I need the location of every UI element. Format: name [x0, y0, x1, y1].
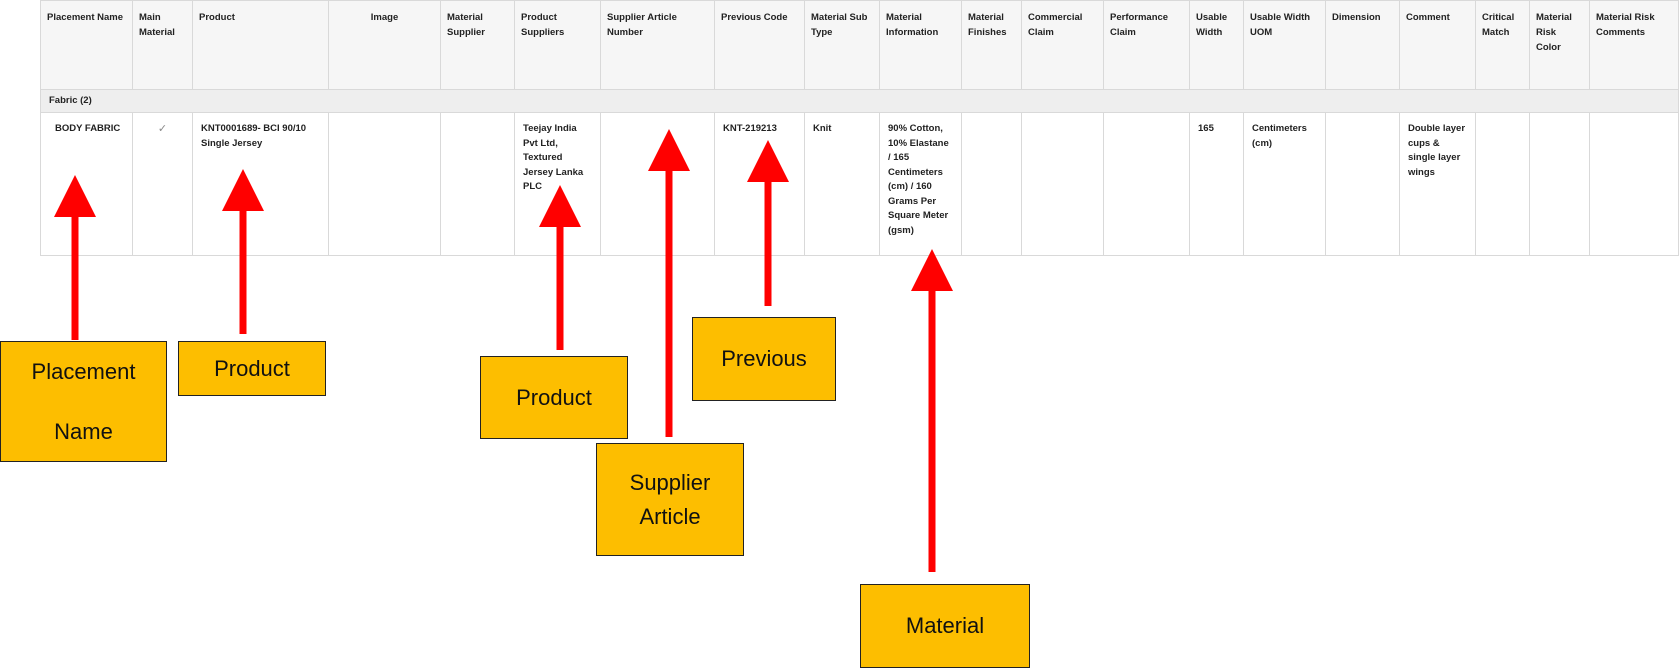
cell-placement-name[interactable]: BODY FABRIC [40, 112, 133, 256]
column-header-product[interactable]: Product [192, 0, 329, 90]
cell-product[interactable]: KNT0001689- BCI 90/10 Single Jersey [192, 112, 329, 256]
callout-product-label: Product [214, 355, 290, 381]
cell-usable-width-uom[interactable]: Centimeters (cm) [1243, 112, 1326, 256]
column-header-commercial-claim[interactable]: Commercial Claim [1021, 0, 1104, 90]
column-header-previous-code[interactable]: Previous Code [714, 0, 805, 90]
column-header-placement-name[interactable]: Placement Name [40, 0, 133, 90]
callout-material: Material [860, 584, 1030, 668]
column-header-dimension[interactable]: Dimension [1325, 0, 1400, 90]
cell-material-risk-color[interactable] [1529, 112, 1590, 256]
check-icon: ✓ [157, 123, 168, 135]
cell-supplier-article-number[interactable] [600, 112, 715, 256]
cell-product-suppliers[interactable]: Teejay India Pvt Ltd, Textured Jersey La… [514, 112, 601, 256]
cell-image[interactable] [328, 112, 441, 256]
callout-previous-label: Previous [721, 346, 807, 371]
cell-commercial-claim[interactable] [1021, 112, 1104, 256]
column-header-comment[interactable]: Comment [1399, 0, 1476, 90]
callout-product-suppliers-label: Product [516, 384, 592, 410]
cell-dimension[interactable] [1325, 112, 1400, 256]
column-header-image[interactable]: Image [328, 0, 441, 90]
callout-placement-name: Placement Name [0, 341, 167, 462]
cell-comment[interactable]: Double layer cups & single layer wings [1399, 112, 1476, 256]
cell-material-risk-comments[interactable] [1589, 112, 1679, 256]
group-label[interactable]: Fabric (2) [40, 89, 1679, 113]
column-header-material-sub-type[interactable]: Material Sub Type [804, 0, 880, 90]
callout-product-suppliers: Product [480, 356, 628, 439]
cell-previous-code[interactable]: KNT-219213 [714, 112, 805, 256]
cell-material-information[interactable]: 90% Cotton, 10% Elastane / 165 Centimete… [879, 112, 962, 256]
column-header-performance-claim[interactable]: Performance Claim [1103, 0, 1190, 90]
column-header-material-finishes[interactable]: Material Finishes [961, 0, 1022, 90]
column-header-usable-width-uom[interactable]: Usable Width UOM [1243, 0, 1326, 90]
group-row-fabric[interactable]: Fabric (2) [40, 89, 1679, 113]
cell-performance-claim[interactable] [1103, 112, 1190, 256]
cell-critical-match[interactable] [1475, 112, 1530, 256]
cell-main-material[interactable]: ✓ [132, 112, 193, 256]
column-header-material-risk-comments[interactable]: Material Risk Comments [1589, 0, 1679, 90]
callout-product: Product [178, 341, 326, 396]
table-row[interactable]: BODY FABRIC ✓ KNT0001689- BCI 90/10 Sing… [40, 112, 1679, 256]
column-header-supplier-article-number[interactable]: Supplier Article Number [600, 0, 715, 90]
column-header-material-information[interactable]: Material Information [879, 0, 962, 90]
column-header-usable-width[interactable]: Usable Width [1189, 0, 1244, 90]
cell-material-sub-type[interactable]: Knit [804, 112, 880, 256]
callout-material-label: Material [905, 613, 985, 638]
cell-material-finishes[interactable] [961, 112, 1022, 256]
bom-table: Placement Name Main Material Product Ima… [40, 0, 1679, 256]
cell-usable-width[interactable]: 165 [1189, 112, 1244, 256]
table-header-row: Placement Name Main Material Product Ima… [40, 0, 1679, 90]
column-header-material-risk-color[interactable]: Material Risk Color [1529, 0, 1590, 90]
cell-material-supplier[interactable] [440, 112, 515, 256]
callout-supplier-article-label: Supplier Article [629, 469, 711, 529]
callout-supplier-article: Supplier Article [596, 443, 744, 556]
column-header-material-supplier[interactable]: Material Supplier [440, 0, 515, 90]
column-header-main-material[interactable]: Main Material [132, 0, 193, 90]
callout-placement-name-label: Placement Name [31, 358, 136, 444]
callout-previous: Previous [692, 317, 836, 401]
column-header-product-suppliers[interactable]: Product Suppliers [514, 0, 601, 90]
column-header-critical-match[interactable]: Critical Match [1475, 0, 1530, 90]
